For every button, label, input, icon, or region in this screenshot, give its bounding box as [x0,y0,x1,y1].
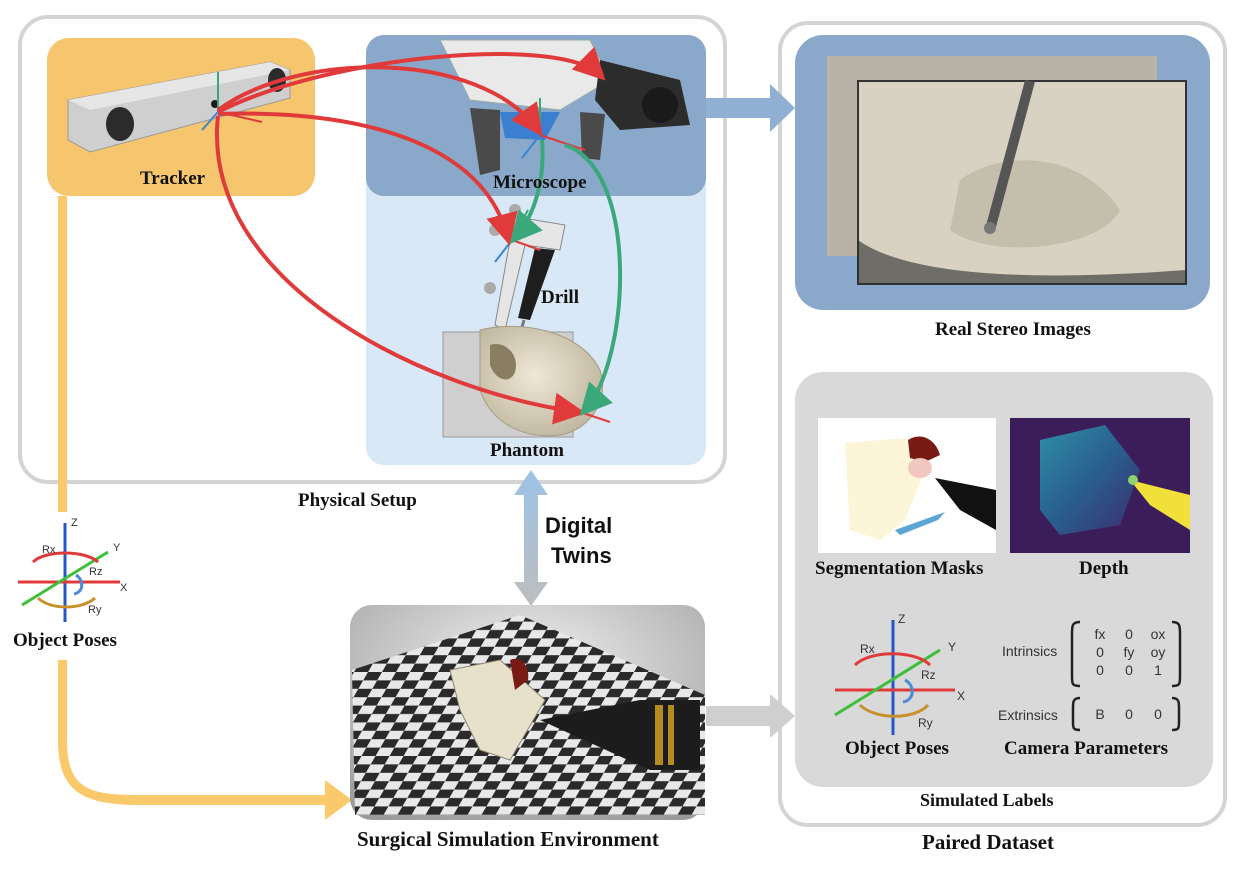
intrinsics-cell: 0 [1096,662,1104,678]
left-axis-y: Y [113,542,121,554]
intrinsics-row-2: 0 0 1 [1086,661,1172,679]
extrinsics-matrix: B 0 0 [1086,706,1172,722]
right-axis-z: Z [898,612,906,626]
right-axis-ry: Ry [918,716,933,730]
tracker-to-microscope-arrow-2 [217,46,606,114]
intrinsics-bracket [1070,620,1182,688]
camera-parameters-label: Camera Parameters [1004,738,1169,759]
left-axis-rz: Rz [89,566,103,578]
right-axis-rz: Rz [921,668,936,682]
microscope-to-stereo-arrow [706,84,795,132]
extrinsics-cell: 0 [1154,706,1162,722]
tracker-to-microscope-arrow [216,65,543,137]
intrinsics-cell: 0 [1125,626,1133,642]
poses-to-simulation-flow [58,660,352,820]
intrinsics-cell: fy [1123,644,1135,660]
drill-label: Drill [541,287,579,308]
left-axis-x: X [120,582,128,594]
extrinsics-bracket [1071,696,1181,732]
phantom-label: Phantom [490,440,564,461]
microscope-to-phantom-arrow [564,143,623,416]
object-poses-left-label: Object Poses [13,630,117,651]
right-axis-rx: Rx [860,642,875,656]
left-axis-z: Z [71,517,78,529]
microscope-label: Microscope [493,172,587,193]
extrinsics-cell: B [1095,706,1105,722]
microscope-illustration [439,39,690,175]
simulation-to-labels-arrow [706,694,795,738]
physical-setup-title: Physical Setup [298,490,417,511]
right-axis-x: X [957,689,966,703]
real-stereo-label: Real Stereo Images [935,319,1091,340]
intrinsics-cell: oy [1150,644,1166,660]
digital-twins-arrow [514,470,548,606]
object-poses-glyph-right [834,620,955,735]
intrinsics-row-0: fx 0 ox [1086,625,1172,643]
left-axis-ry: Ry [88,604,102,616]
tracker-to-poses-flow [58,196,67,512]
intrinsics-cell: fx [1094,626,1106,642]
intrinsics-cell: 0 [1125,662,1133,678]
intrinsics-matrix: fx 0 ox 0 fy oy 0 0 1 [1086,625,1172,679]
paired-dataset-title: Paired Dataset [922,830,1054,854]
object-poses-glyph-left [18,523,120,622]
intrinsics-cell: 1 [1154,662,1162,678]
simulated-labels-title: Simulated Labels [920,790,1054,810]
extrinsics-label: Extrinsics [998,707,1058,723]
digital-twins-line1: Digital [545,513,613,538]
object-poses-right-label: Object Poses [845,738,949,759]
digital-twins-line2: Twins [551,543,612,568]
tracker-to-drill-arrow [217,111,518,246]
intrinsics-cell: 0 [1096,644,1104,660]
depth-label: Depth [1079,558,1129,579]
intrinsics-cell: ox [1150,626,1166,642]
extrinsics-cell: 0 [1125,706,1133,722]
tracker-to-phantom-arrow [214,115,586,425]
intrinsics-label: Intrinsics [1002,643,1058,659]
intrinsics-row-1: 0 fy oy [1086,643,1172,661]
left-axis-rx: Rx [42,544,56,556]
tracker-label: Tracker [140,168,206,189]
tracker-device-illustration [67,61,291,153]
right-axis-y: Y [948,640,957,654]
microscope-to-drill-arrow [509,139,545,245]
segmentation-label: Segmentation Masks [815,558,984,579]
simulation-label: Surgical Simulation Environment [357,827,659,851]
